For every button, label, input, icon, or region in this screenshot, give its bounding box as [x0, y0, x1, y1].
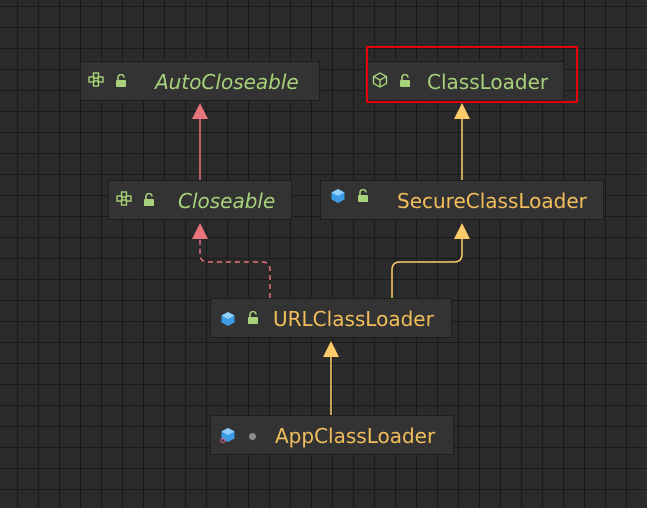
node-autocloseable[interactable]: AutoCloseable	[80, 61, 320, 101]
highlight-box	[366, 46, 578, 103]
arrowhead-urlclassloader	[323, 341, 339, 357]
class-icon	[221, 312, 235, 326]
interface-icon	[116, 191, 132, 206]
node-classloader[interactable]: ClassLoader	[364, 61, 564, 101]
class-icon	[331, 189, 345, 203]
node-label: Closeable	[178, 189, 276, 213]
public-lock-icon	[144, 193, 154, 206]
arrowhead-closeable	[192, 223, 208, 239]
node-appclassloader[interactable]: AppClassLoader	[210, 415, 454, 455]
node-label: AutoCloseable	[155, 70, 299, 94]
edge-urlclassloader-secureclassloader	[391, 239, 463, 298]
abstract-class-icon	[372, 72, 388, 88]
node-label: ClassLoader	[427, 70, 549, 94]
edge-urlclassloader-closeable	[199, 239, 271, 298]
arrowhead-classloader	[454, 103, 470, 119]
node-secureclassloader[interactable]: SecureClassLoader	[320, 180, 604, 220]
arrowhead-autocloseable	[192, 103, 208, 119]
package-private-dot-icon	[249, 433, 256, 440]
class-icon	[220, 428, 235, 443]
public-lock-icon	[116, 74, 126, 87]
node-label: SecureClassLoader	[397, 189, 587, 213]
public-lock-icon	[400, 74, 410, 87]
node-label: AppClassLoader	[275, 424, 436, 448]
node-urlclassloader[interactable]: URLClassLoader	[210, 298, 452, 338]
public-lock-icon	[358, 189, 368, 202]
arrowhead-secureclassloader	[454, 223, 470, 239]
node-closeable[interactable]: Closeable	[108, 180, 292, 220]
public-lock-icon	[248, 311, 258, 324]
interface-icon	[88, 72, 104, 87]
node-label: URLClassLoader	[273, 307, 434, 331]
